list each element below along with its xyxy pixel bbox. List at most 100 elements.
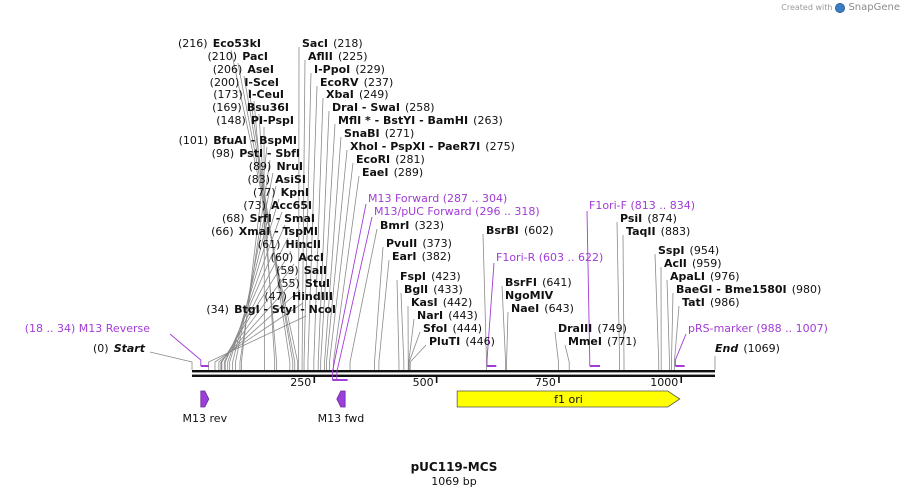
start-leader-line (149, 351, 193, 370)
primer-leader-line (331, 203, 367, 380)
site-leader-line (396, 279, 400, 370)
enzyme-name: SnaBI (344, 127, 380, 140)
enzyme-name: MflI * (338, 114, 371, 127)
site-leader-line (374, 246, 384, 370)
primer-range: (296 .. 318) (475, 205, 540, 218)
site-position: (148) (216, 114, 246, 127)
ruler-tick-label: 1000 (650, 376, 678, 389)
site-leader-line (230, 49, 299, 370)
site-label-left: (169) Bsu36I (212, 96, 289, 115)
site-position: (976) (710, 270, 740, 283)
site-position: (986) (710, 296, 740, 309)
site-leader-line (241, 146, 268, 370)
plasmid-length: 1069 bp (431, 475, 476, 488)
site-label-left: (68) SrfI - SmaI (222, 207, 315, 226)
enzyme-name: Acc65I (271, 199, 312, 212)
enzyme-name: Bme1580I (725, 283, 787, 296)
enzyme-name: NruI (276, 160, 303, 173)
site-leader-line (223, 237, 289, 370)
site-leader-line (654, 253, 660, 370)
snapgene-logo-icon (835, 2, 846, 13)
site-label-right: AflII (225) (308, 45, 368, 64)
site-label-left: (83) AsiSI (247, 168, 306, 187)
site-position: (210) (208, 50, 238, 63)
site-label-left: (60) AccI (271, 246, 324, 265)
site-position: (218) (333, 37, 363, 50)
site-labels: (216) Eco53kI(210) PacI(206) AseI(200) I… (25, 32, 828, 356)
site-position: (281) (395, 153, 425, 166)
site-label-right: PvuII (373) (386, 232, 452, 251)
enzyme-name: I-PpoI (314, 63, 350, 76)
site-position: (444) (452, 322, 482, 335)
enzyme-name: KpnI (281, 186, 309, 199)
site-leader-line (671, 292, 674, 370)
site-label-right: MmeI (771) (568, 330, 637, 349)
site-leader-line (326, 149, 348, 370)
site-leader-line (482, 233, 487, 370)
enzyme-name: BfuAI (213, 134, 247, 147)
site-label-left: (61) HincII (258, 233, 321, 252)
site-leader-line (378, 259, 390, 370)
enzyme-name: AflII (308, 50, 333, 63)
site-position: (60) (271, 251, 294, 264)
site-leader-line (616, 221, 620, 370)
credit-prefix: Created with (781, 3, 833, 12)
site-position: (249) (359, 88, 389, 101)
enzyme-name: AseI (247, 63, 274, 76)
enzyme-name: HincII (285, 238, 321, 251)
enzyme-name: BamHI (428, 114, 469, 127)
primer-leader-line (586, 210, 591, 366)
site-position: (83) (247, 173, 270, 186)
site-leader-line (301, 59, 306, 370)
backbone-bottom-strand (192, 374, 715, 377)
site-position: (216) (178, 37, 208, 50)
enzyme-name: ApaLI (670, 270, 705, 283)
primer-name: M13 Reverse (79, 322, 150, 335)
enzyme-name: TaqII (626, 225, 656, 238)
site-leader-line (227, 211, 283, 370)
site-position: (101) (179, 134, 209, 147)
site-label-right: PsiI (874) (620, 207, 677, 226)
site-leader-line (218, 289, 301, 370)
end-label: End (1069) (715, 337, 780, 356)
end-position: (1069) (743, 342, 780, 355)
enzyme-name: BglI (404, 283, 428, 296)
primer-name: F1ori-F (589, 199, 627, 212)
site-position: (237) (364, 76, 394, 89)
enzyme-name: DraIII (558, 322, 592, 335)
site-position: (771) (607, 335, 637, 348)
enzyme-name: XhoI (350, 140, 378, 153)
feature-label: M13 rev (183, 412, 228, 425)
enzyme-name: SspI (658, 244, 684, 257)
site-position: (225) (338, 50, 368, 63)
site-label-right: NgoMIV (505, 289, 554, 302)
site-label-right: TaqII (883) (626, 220, 690, 239)
site-label-left: (200) I-SceI (210, 71, 279, 90)
enzyme-name: MmeI (568, 335, 602, 348)
enzyme-name: TatI (682, 296, 705, 309)
enzyme-name: EcoRI (356, 153, 390, 166)
site-leader-line (220, 276, 298, 370)
site-leader-line (408, 318, 415, 370)
site-position: (602) (524, 224, 554, 237)
site-position: (643) (544, 302, 574, 315)
site-label-left: (59) SalI (276, 259, 327, 278)
site-leader-line (313, 97, 324, 370)
enzyme-name: FspI (400, 270, 426, 283)
site-position: (289) (394, 166, 424, 179)
enzyme-name: EarI (392, 250, 416, 263)
primer-leader-line (486, 262, 495, 366)
site-position: (66) (211, 225, 234, 238)
site-leader-line (208, 315, 307, 370)
site-position: (206) (213, 63, 243, 76)
site-label-right: FspI (423) (400, 265, 461, 284)
enzyme-name: PvuII (386, 237, 417, 250)
enzyme-name: SalI (304, 264, 327, 277)
primer-name: M13 Forward (368, 192, 439, 205)
site-label-left: (66) XmaI - TspMI (211, 220, 318, 239)
enzyme-name: I-CeuI (248, 88, 284, 101)
site-position: (263) (473, 114, 503, 127)
site-label-left: (101) BfuAI - BspMI (179, 129, 297, 148)
site-label-right: SacI (218) (302, 32, 363, 51)
site-leader-line (400, 292, 405, 370)
